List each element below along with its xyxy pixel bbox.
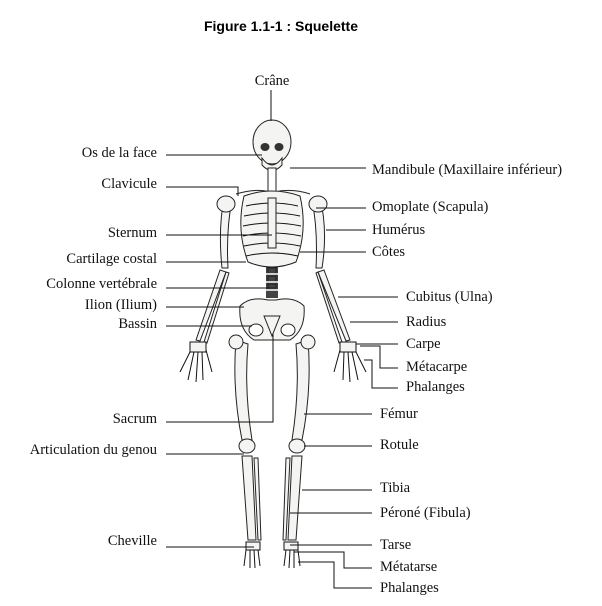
- label-femur: Fémur: [380, 406, 418, 422]
- label-bassin: Bassin: [118, 316, 157, 332]
- label-clavicule: Clavicule: [101, 176, 157, 192]
- left-patella: [238, 438, 256, 454]
- left-hand: [179, 341, 213, 383]
- right-hand: [333, 341, 367, 383]
- label-mandibule: Mandibule (Maxillaire inférieur): [372, 162, 562, 178]
- label-tarse: Tarse: [380, 537, 411, 553]
- sacrum-bone: [263, 315, 281, 338]
- label-carpe: Carpe: [406, 336, 441, 352]
- left-foot: [243, 541, 261, 569]
- skull: [252, 119, 292, 165]
- left-humerus: [219, 197, 233, 269]
- label-radius: Radius: [406, 314, 447, 330]
- label-phalanges-pied: Phalanges: [380, 580, 439, 596]
- label-cotes: Côtes: [372, 244, 405, 260]
- left-hip: [228, 334, 244, 350]
- label-metatarse: Métatarse: [380, 559, 437, 575]
- label-os-face: Os de la face: [82, 145, 157, 161]
- label-cubitus: Cubitus (Ulna): [406, 289, 493, 305]
- right-fibula: [282, 457, 291, 541]
- leader-lines: [166, 90, 398, 589]
- right-obturator: [280, 323, 296, 337]
- label-cartilage: Cartilage costal: [66, 251, 157, 267]
- left-tibia: [241, 455, 257, 541]
- label-phalanges-main: Phalanges: [406, 379, 465, 395]
- right-forearm: [317, 269, 351, 342]
- label-genou: Articulation du genou: [30, 442, 157, 458]
- label-metacarpe: Métacarpe: [406, 359, 467, 375]
- left-eye-socket: [260, 143, 270, 151]
- label-tibia: Tibia: [380, 480, 411, 496]
- sternum-bone: [267, 197, 277, 249]
- left-shoulder: [216, 195, 236, 213]
- label-colonne: Colonne vertébrale: [46, 276, 157, 292]
- label-sacrum: Sacrum: [113, 411, 158, 427]
- right-humerus: [311, 197, 326, 269]
- label-cheville: Cheville: [108, 533, 157, 549]
- label-ilion: Ilion (Ilium): [85, 297, 157, 313]
- right-hip: [300, 334, 316, 350]
- left-fibula: [253, 457, 262, 541]
- right-forearm-2: [315, 271, 343, 344]
- jaw: [261, 156, 283, 171]
- label-crane: Crâne: [255, 73, 290, 89]
- label-sternum: Sternum: [108, 225, 158, 241]
- right-eye-socket: [274, 143, 284, 151]
- label-perone: Péroné (Fibula): [380, 505, 471, 521]
- figure-title: Figure 1.1-1 : Squelette: [203, 18, 359, 34]
- right-shoulder: [308, 195, 328, 213]
- label-humerus: Humérus: [372, 222, 426, 238]
- label-omoplate: Omoplate (Scapula): [372, 199, 489, 215]
- right-patella: [288, 438, 306, 454]
- right-foot: [283, 541, 301, 569]
- right-femur: [291, 339, 310, 441]
- left-femur: [234, 339, 253, 441]
- right-tibia: [287, 455, 303, 541]
- left-obturator: [248, 323, 264, 337]
- label-rotule: Rotule: [380, 437, 419, 453]
